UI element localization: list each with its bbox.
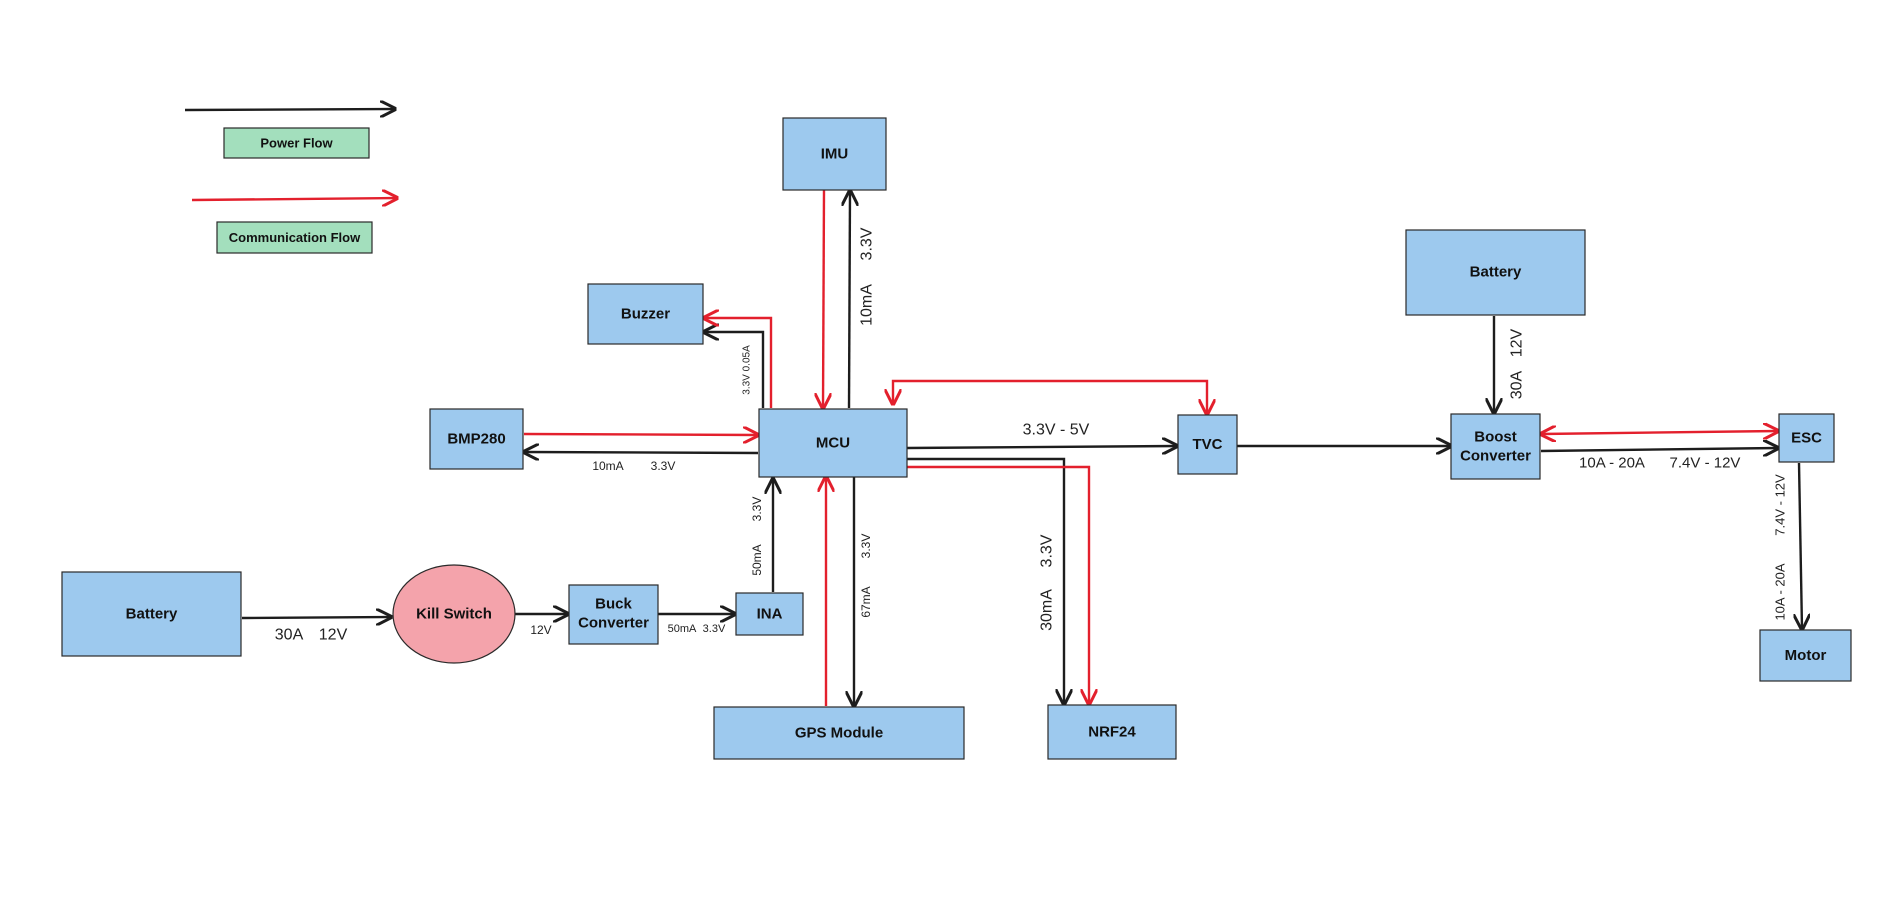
- legend-power-label: Power Flow: [260, 136, 333, 151]
- mcu-to-nrf24-power: [907, 457, 1064, 704]
- svg-text:Battery: Battery: [1470, 264, 1522, 281]
- node-gps-module: GPS Module: [713, 706, 965, 760]
- battery-current-label: 30A: [275, 627, 304, 644]
- svg-text:INA: INA: [757, 606, 783, 623]
- legend-communication-label: Communication Flow: [229, 230, 361, 245]
- bmp280-to-mcu-comm: [523, 434, 758, 435]
- ina-current-label: 50mA: [750, 544, 764, 575]
- mcu-to-nrf24-comm: [907, 465, 1089, 704]
- node-mcu: MCU: [758, 408, 908, 478]
- imu-to-mcu-comm: [823, 189, 824, 408]
- svg-text:IMU: IMU: [821, 146, 849, 163]
- ina-voltage-label: 3.3V: [750, 497, 764, 522]
- gps-voltage-label: 3.3V: [859, 534, 873, 559]
- esc-motor-current-label: 10A - 20A: [1773, 563, 1788, 620]
- tvc-voltage-label: 3.3V - 5V: [1023, 422, 1090, 439]
- bmp-voltage-label: 3.3V: [651, 459, 676, 473]
- aux-battery-voltage-label: 12V: [1509, 328, 1526, 357]
- mcu-to-buzzer-power: [704, 332, 765, 408]
- mcu-tvc-comm: [893, 379, 1207, 414]
- node-bmp280: BMP280: [429, 408, 524, 470]
- boost-esc-current-label: 10A - 20A: [1579, 455, 1645, 472]
- svg-text:Buzzer: Buzzer: [621, 306, 670, 323]
- battery-voltage-label: 12V: [319, 627, 348, 644]
- imu-current-label: 10mA: [859, 284, 876, 326]
- node-esc: ESC: [1778, 413, 1835, 463]
- node-buck-converter: Buck Converter: [568, 584, 659, 645]
- legend-power-arrow: [184, 109, 395, 110]
- svg-text:MCU: MCU: [816, 435, 850, 452]
- svg-text:Converter: Converter: [1460, 448, 1531, 465]
- svg-text:Converter: Converter: [578, 615, 649, 632]
- svg-text:GPS Module: GPS Module: [795, 725, 883, 742]
- svg-text:Battery: Battery: [126, 606, 178, 623]
- svg-text:TVC: TVC: [1193, 436, 1223, 453]
- battery-to-kill-switch-power: [241, 617, 391, 618]
- svg-text:Buck: Buck: [595, 596, 632, 613]
- svg-text:Motor: Motor: [1785, 647, 1827, 664]
- connections: [241, 189, 1802, 706]
- aux-battery-current-label: 30A: [1509, 370, 1526, 399]
- boost-to-esc-power: [1540, 448, 1778, 451]
- node-battery-aux: Battery: [1405, 229, 1586, 316]
- node-buzzer: Buzzer: [587, 283, 704, 345]
- mcu-to-bmp280-power: [524, 452, 759, 453]
- esc-motor-voltage-label: 7.4V - 12V: [1773, 474, 1788, 536]
- mcu-to-buzzer-comm: [704, 318, 773, 408]
- buck-out-voltage-label: 3.3V: [703, 623, 726, 635]
- svg-text:NRF24: NRF24: [1088, 724, 1136, 741]
- node-imu: IMU: [782, 117, 887, 191]
- edge-labels: 10mA 3.3V 3.3V 0.05A 10mA 3.3V 3.3V - 5V…: [275, 227, 1788, 643]
- mcu-to-tvc-power: [906, 446, 1177, 448]
- nrf-current-label: 30mA: [1039, 589, 1056, 631]
- imu-voltage-label: 3.3V: [859, 227, 876, 260]
- node-nrf24: NRF24: [1047, 704, 1177, 760]
- kill-out-voltage-label: 12V: [530, 623, 551, 637]
- legend: Power Flow Communication Flow: [184, 109, 397, 254]
- buck-out-current-label: 50mA: [668, 623, 697, 635]
- node-motor: Motor: [1759, 629, 1852, 682]
- esc-to-motor-power: [1799, 462, 1802, 629]
- node-boost-converter: Boost Converter: [1450, 413, 1541, 480]
- mcu-to-imu-power: [849, 191, 850, 409]
- legend-communication-arrow: [191, 198, 397, 200]
- nrf-voltage-label: 3.3V: [1039, 534, 1056, 567]
- bmp-current-label: 10mA: [592, 459, 623, 473]
- boost-esc-comm: [1541, 431, 1778, 434]
- node-kill-switch: Kill Switch: [392, 564, 516, 664]
- legend-communication-box: [216, 221, 373, 254]
- node-battery-main: Battery: [61, 571, 242, 657]
- gps-current-label: 67mA: [859, 586, 873, 617]
- node-tvc: TVC: [1177, 414, 1238, 475]
- svg-text:Boost: Boost: [1474, 429, 1517, 446]
- svg-text:ESC: ESC: [1791, 430, 1822, 447]
- boost-esc-voltage-label: 7.4V - 12V: [1670, 455, 1741, 472]
- legend-power-box: [223, 127, 370, 159]
- svg-text:BMP280: BMP280: [447, 431, 505, 448]
- node-ina: INA: [735, 592, 804, 636]
- buzzer-rating-label: 3.3V 0.05A: [742, 345, 753, 395]
- svg-text:Kill Switch: Kill Switch: [416, 606, 492, 623]
